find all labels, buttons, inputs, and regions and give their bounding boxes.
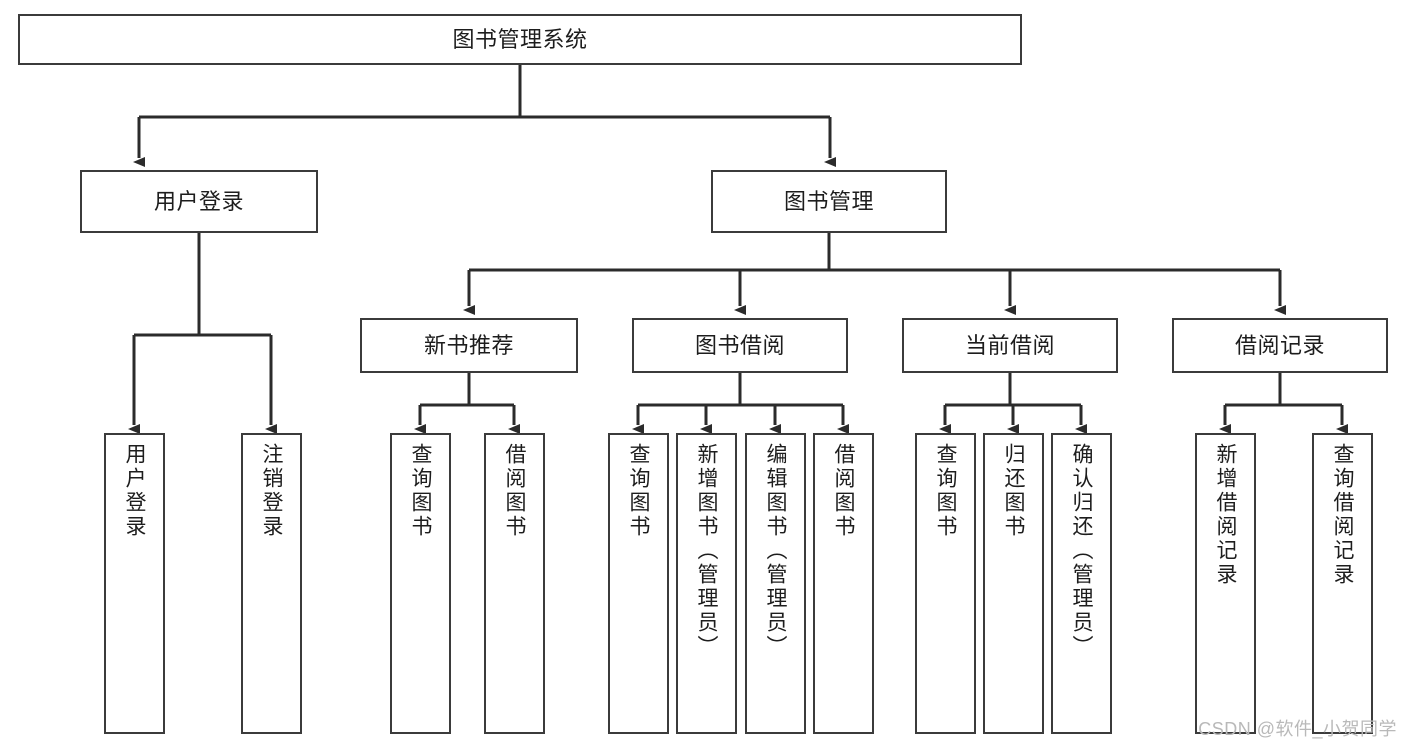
leaf-book-borrow-edit[interactable]: 编辑图书（管理员） — [745, 433, 806, 734]
csdn-watermark: CSDN @软件_小贺同学 — [1198, 719, 1397, 739]
node-label: 用户登录 — [153, 188, 244, 214]
node-book-management[interactable]: 图书管理 — [711, 170, 947, 233]
node-label: 借阅记录 — [1234, 332, 1325, 358]
leaf-book-borrow-borrow[interactable]: 借阅图书 — [813, 433, 874, 734]
node-label: 新增图书（管理员） — [695, 443, 718, 659]
node-borrow-record[interactable]: 借阅记录 — [1172, 318, 1388, 373]
node-root-system[interactable]: 图书管理系统 — [18, 14, 1022, 65]
node-label: 新书推荐 — [423, 332, 514, 358]
leaf-book-borrow-add[interactable]: 新增图书（管理员） — [676, 433, 737, 734]
node-label: 查询图书 — [934, 443, 957, 539]
node-label: 图书借阅 — [694, 332, 785, 358]
leaf-current-borrow-return[interactable]: 归还图书 — [983, 433, 1044, 734]
leaf-user-login-logout[interactable]: 注销登录 — [241, 433, 302, 734]
node-label: 编辑图书（管理员） — [764, 443, 787, 659]
node-label: 查询图书 — [409, 443, 432, 539]
node-current-borrow[interactable]: 当前借阅 — [902, 318, 1118, 373]
node-label: 用户登录 — [123, 443, 146, 539]
leaf-user-login-login[interactable]: 用户登录 — [104, 433, 165, 734]
leaf-current-borrow-confirm-return[interactable]: 确认归还（管理员） — [1051, 433, 1112, 734]
node-label: 图书管理 — [783, 188, 874, 214]
leaf-book-borrow-query[interactable]: 查询图书 — [608, 433, 669, 734]
leaf-borrow-record-query[interactable]: 查询借阅记录 — [1312, 433, 1373, 734]
node-book-borrow[interactable]: 图书借阅 — [632, 318, 848, 373]
node-label: 当前借阅 — [964, 332, 1055, 358]
node-label: 新增借阅记录 — [1214, 443, 1237, 587]
node-label: 借阅图书 — [832, 443, 855, 539]
node-user-login[interactable]: 用户登录 — [80, 170, 318, 233]
node-new-book-recommend[interactable]: 新书推荐 — [360, 318, 578, 373]
leaf-current-borrow-query[interactable]: 查询图书 — [915, 433, 976, 734]
node-label: 查询图书 — [627, 443, 650, 539]
node-label: 归还图书 — [1002, 443, 1025, 539]
node-label: 注销登录 — [260, 443, 283, 539]
node-label: 借阅图书 — [503, 443, 526, 539]
node-label: 查询借阅记录 — [1331, 443, 1354, 587]
leaf-new-book-borrow[interactable]: 借阅图书 — [484, 433, 545, 734]
leaf-borrow-record-add[interactable]: 新增借阅记录 — [1195, 433, 1256, 734]
leaf-new-book-query[interactable]: 查询图书 — [390, 433, 451, 734]
node-label: 图书管理系统 — [452, 26, 588, 52]
node-label: 确认归还（管理员） — [1070, 443, 1093, 659]
